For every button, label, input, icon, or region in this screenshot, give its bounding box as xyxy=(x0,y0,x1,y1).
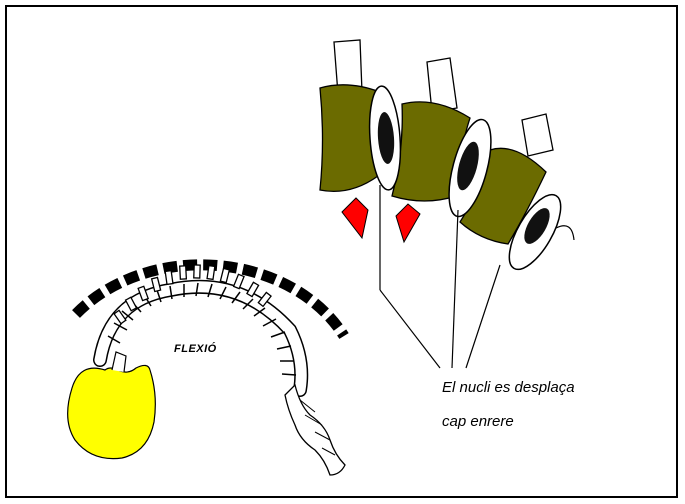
flexion-label: FLEXIÓ xyxy=(174,343,217,355)
red-herniation-right xyxy=(396,204,420,242)
vertebra-detail xyxy=(320,40,574,277)
caption-line-2: cap enrere xyxy=(442,413,514,430)
caption-line-1: El nucli es desplaça xyxy=(442,379,575,396)
yellow-head-shape xyxy=(68,352,156,459)
red-herniation-left xyxy=(342,198,368,238)
